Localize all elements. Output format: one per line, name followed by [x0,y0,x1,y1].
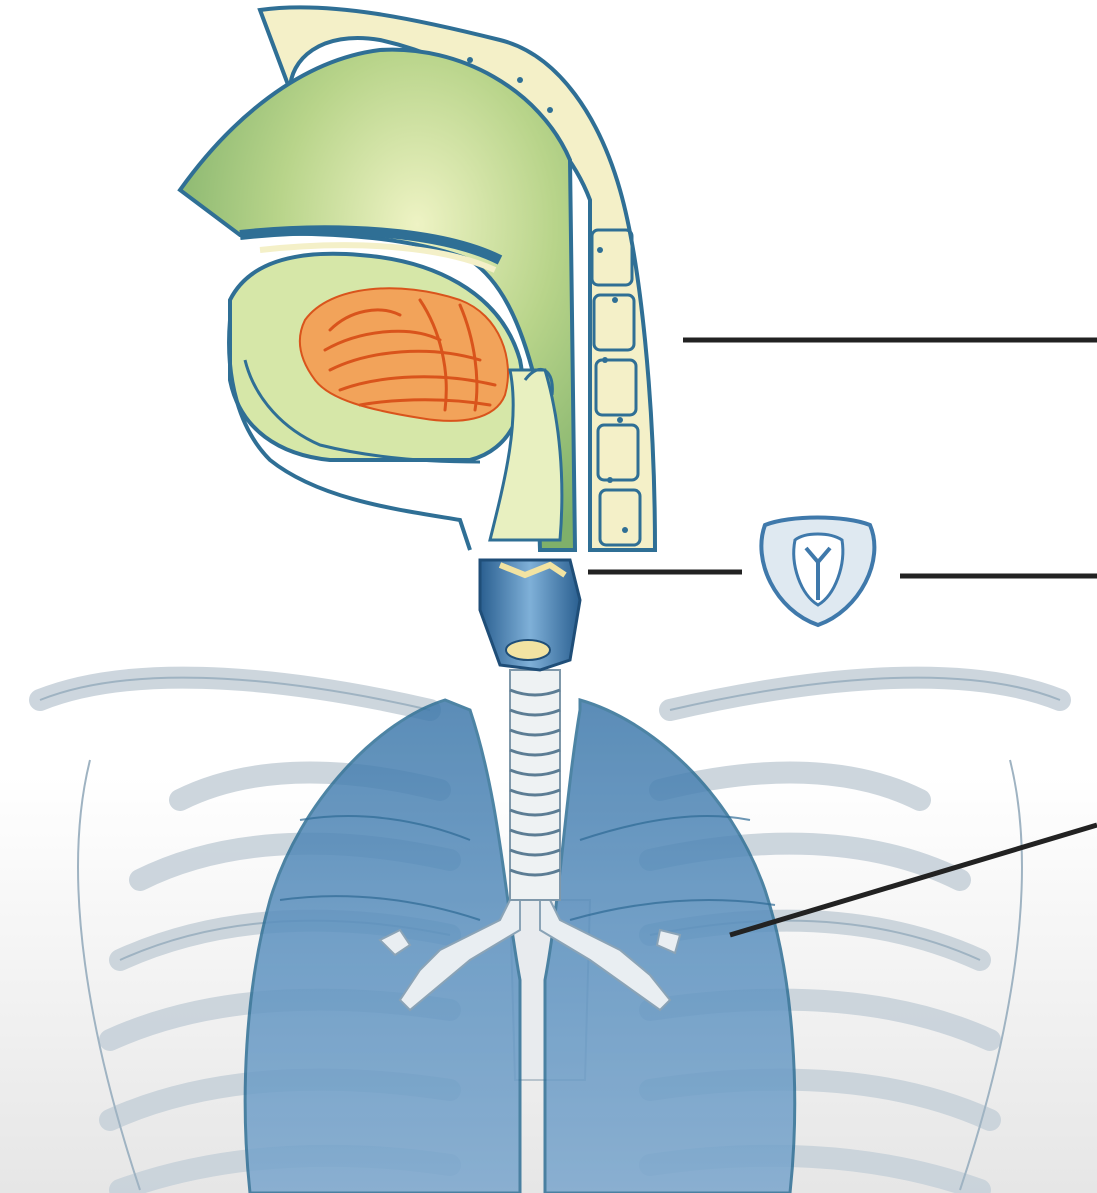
larynx [480,560,580,670]
trachea [510,670,560,900]
